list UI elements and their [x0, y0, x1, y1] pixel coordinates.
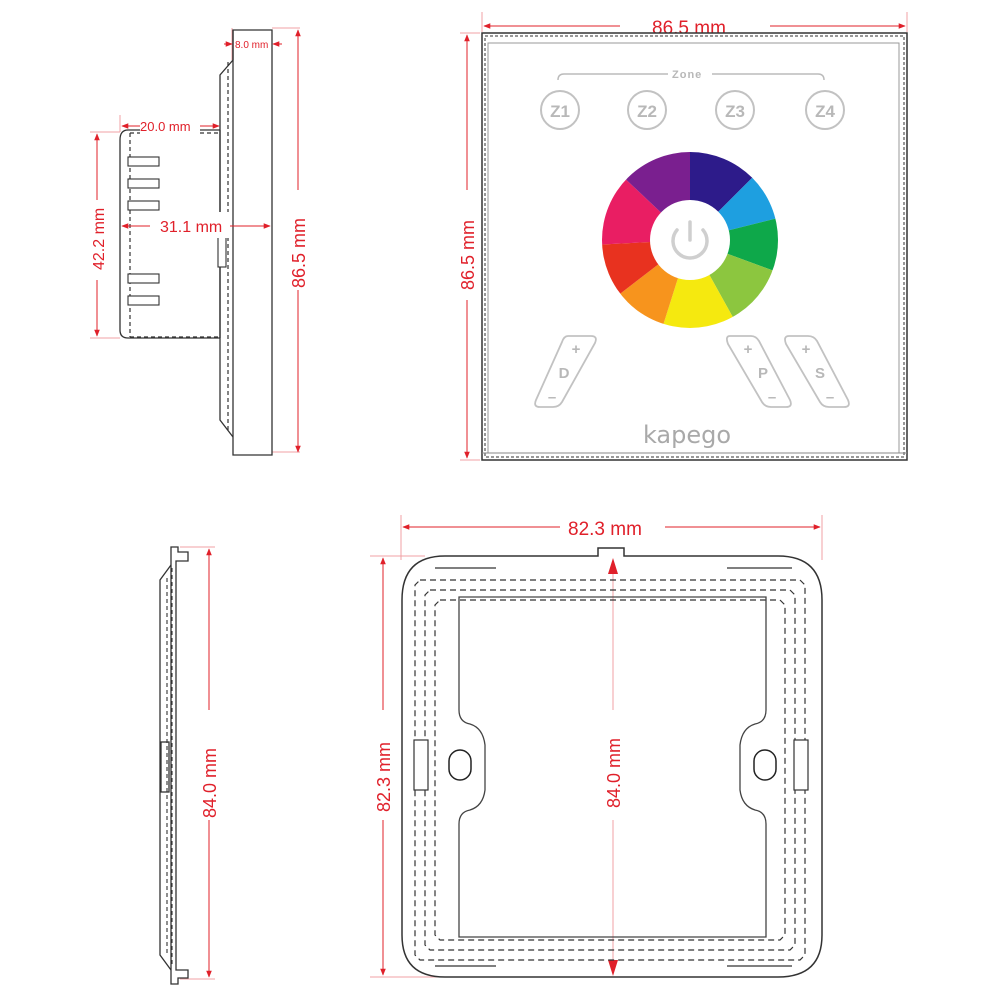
zone-label: Zone: [672, 69, 702, 81]
svg-text:–: –: [548, 389, 556, 406]
svg-text:–: –: [768, 389, 776, 406]
arrow-up-marker: [608, 558, 618, 574]
svg-text:+: +: [802, 341, 811, 358]
front-view: 86.5 mm 86.5 mm Zone Z1 Z2 Z3 Z4: [455, 12, 908, 461]
svg-text:Z3: Z3: [725, 102, 745, 121]
svg-text:S: S: [815, 365, 825, 382]
side-view-bottom: 84.0 mm: [159, 546, 222, 985]
dim-box-height: 42.2 mm: [91, 208, 108, 270]
dim-frame-width: 82.3 mm: [568, 519, 642, 540]
svg-text:–: –: [826, 389, 834, 406]
slider-d[interactable]: + D –: [534, 335, 597, 408]
dim-total-depth: 31.1 mm: [160, 219, 222, 236]
zone-button-z1[interactable]: Z1: [540, 90, 580, 130]
dim-front-height: 86.5 mm: [458, 220, 478, 290]
svg-text:P: P: [758, 365, 768, 382]
dim-front-thickness: 8.0 mm: [235, 40, 268, 51]
svg-text:Z4: Z4: [815, 102, 835, 121]
dim-frame-height-inner: 84.0 mm: [604, 738, 624, 808]
svg-text:+: +: [572, 341, 581, 358]
svg-text:+: +: [744, 341, 753, 358]
power-button[interactable]: [671, 220, 709, 260]
dim-box-depth: 20.0 mm: [140, 119, 191, 134]
brand-logo: kapego: [643, 421, 731, 449]
zone-button-z3[interactable]: Z3: [715, 90, 755, 130]
zone-button-z4[interactable]: Z4: [805, 90, 845, 130]
power-icon: [671, 220, 709, 260]
side-view-top: 8.0 mm 20.0 mm 31.1 mm 42.2 mm 86.5 mm: [86, 27, 312, 456]
zone-button-z2[interactable]: Z2: [627, 90, 667, 130]
dim-frame-side-height: 84.0 mm: [200, 748, 220, 818]
slider-p[interactable]: + P –: [725, 335, 792, 408]
arrow-down-marker: [608, 960, 618, 976]
dim-frame-height-outer: 82.3 mm: [374, 742, 394, 812]
frame-view: 82.3 mm 82.3 mm 84.0 mm: [370, 515, 823, 978]
slider-s[interactable]: + S –: [784, 335, 850, 408]
svg-text:Z2: Z2: [637, 102, 657, 121]
svg-text:D: D: [559, 365, 570, 382]
svg-text:Z1: Z1: [550, 102, 570, 121]
dim-panel-height: 86.5 mm: [289, 218, 309, 288]
